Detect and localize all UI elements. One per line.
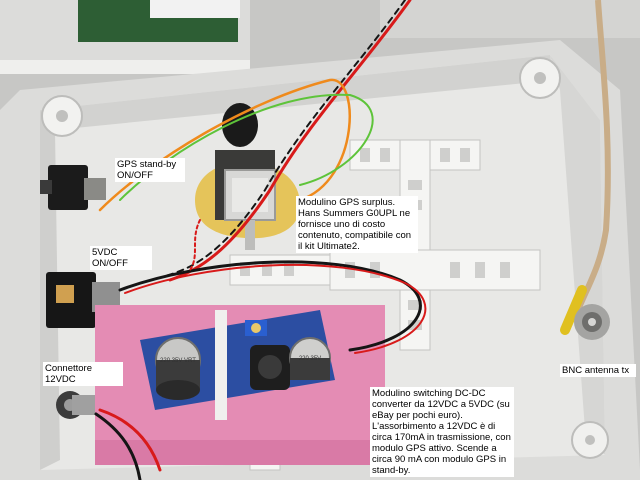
coax-cable	[572, 0, 611, 320]
12vdc-connector	[56, 391, 102, 419]
5vdc-switch	[46, 272, 120, 328]
capacitor-left: 220 35V VRT	[155, 337, 201, 400]
corner-posts	[41, 57, 609, 459]
label-12vdc-connector: Connettore 12VDC	[43, 362, 123, 386]
bnc-sleeve	[560, 285, 587, 335]
capacitor-right-text: 220 35V	[299, 356, 321, 362]
gps-module	[195, 103, 300, 250]
bnc-connector	[574, 304, 610, 340]
label-switching-module: Modulino switching DC-DC converter da 12…	[370, 387, 514, 477]
label-bnc-antenna: BNC antenna tx	[560, 364, 636, 377]
capacitor-right: 220 35V	[289, 337, 331, 380]
dc-dc-converter-board: 220 35V VRT 220 35V	[140, 310, 335, 420]
label-gps-module: Modulino GPS surplus. Hans Summers G0UPL…	[296, 196, 418, 253]
gps-standby-switch	[40, 165, 106, 210]
lid-box-top	[0, 0, 250, 74]
label-5vdc-switch: 5VDC ON/OFF	[90, 246, 152, 270]
capacitor-left-text: 220 35V VRT	[160, 358, 196, 364]
label-gps-standby: GPS stand-by ON/OFF	[115, 158, 185, 182]
